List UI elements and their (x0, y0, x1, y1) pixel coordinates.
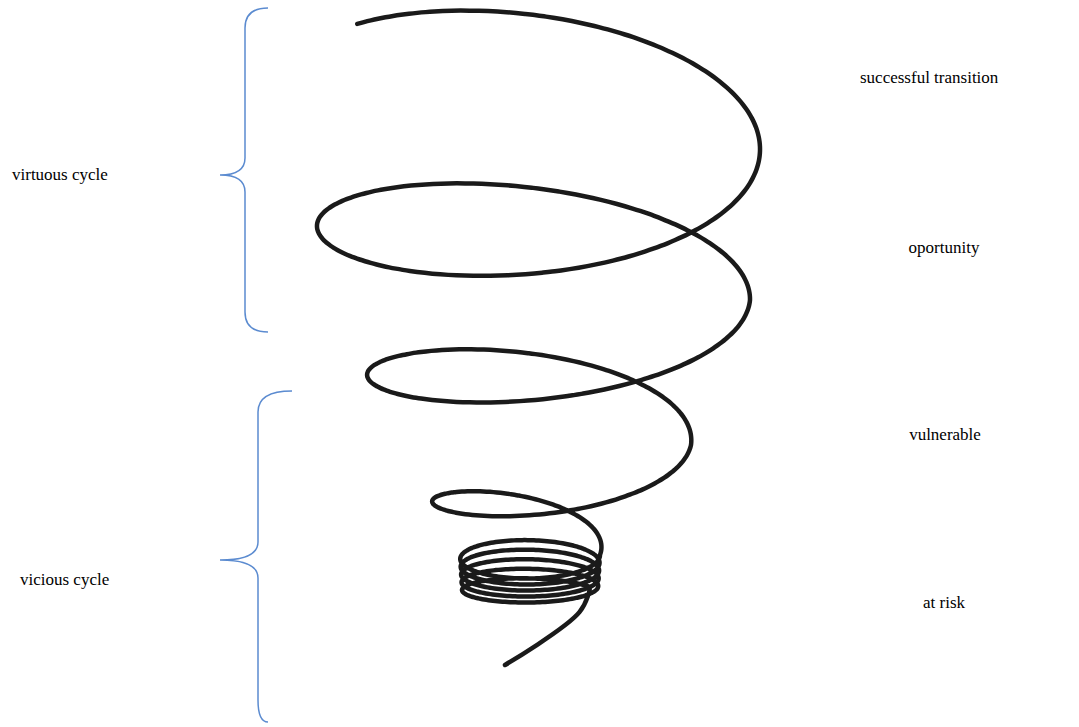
stage-label: oportunity (909, 238, 980, 258)
spiral-line (317, 11, 760, 665)
bracket-label: virtuous cycle (12, 165, 108, 185)
virtuous-bracket (220, 8, 268, 332)
bracket-label: vicious cycle (20, 570, 109, 590)
stage-label: vulnerable (909, 425, 981, 445)
vicious-bracket (220, 391, 292, 722)
stage-label: at risk (923, 593, 965, 613)
stage-label: successful transition (860, 68, 998, 88)
